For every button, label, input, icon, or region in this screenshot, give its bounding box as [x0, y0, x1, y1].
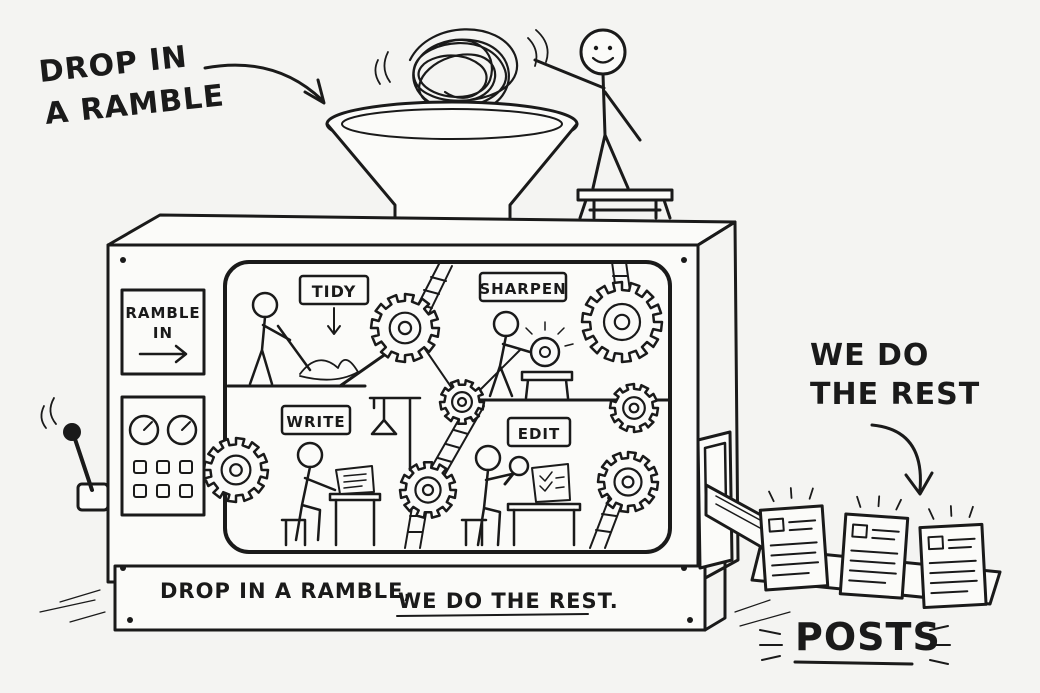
drop-in-callout: DROP IN A RAMBLE — [37, 40, 326, 132]
station-label-write: WRITE — [286, 413, 345, 431]
caption-part1: DROP IN A RAMBLE, — [160, 579, 412, 603]
callout-drop-in-line1: DROP IN — [37, 40, 189, 90]
gear-icon — [608, 382, 660, 434]
gears-group — [202, 280, 664, 519]
gear-icon — [580, 280, 664, 364]
lever-icon — [40, 397, 110, 512]
scribble-ramble-icon — [374, 28, 549, 113]
sweeper-figure-icon — [248, 291, 359, 386]
editor-figure-icon — [460, 444, 582, 547]
paper-post-icon — [838, 495, 910, 600]
base-caption: DROP IN A RAMBLE, WE DO THE REST. — [160, 579, 619, 617]
dial-icon — [166, 414, 198, 446]
arrow-icon — [203, 63, 324, 102]
station-label-tidy: TIDY — [312, 282, 357, 301]
control-panel: RAMBLE IN — [120, 288, 206, 517]
gear-icon — [596, 450, 660, 514]
funnel-icon — [325, 100, 579, 237]
operator-figure-icon — [533, 28, 674, 220]
arrow-right-icon — [138, 344, 188, 364]
station-tidy: TIDY — [248, 274, 370, 386]
grinder-figure-icon — [488, 310, 574, 400]
dial-icon — [128, 414, 160, 446]
writer-figure-icon — [280, 441, 382, 547]
caption-part2: WE DO THE REST. — [398, 589, 619, 613]
paper-post-icon — [918, 505, 988, 610]
posts-label-group: POSTS — [759, 615, 951, 666]
posts-group — [758, 487, 988, 610]
paper-post-icon — [758, 487, 830, 592]
arrow-head-icon — [303, 78, 326, 105]
gear-icon — [369, 292, 441, 364]
callout-we-do-line2: THE REST — [810, 377, 980, 412]
gear-icon — [202, 436, 270, 504]
posts-label: POSTS — [795, 615, 941, 659]
station-label-sharpen: SHARPEN — [479, 280, 566, 298]
arrow-head-icon — [904, 471, 934, 496]
arrow-icon — [870, 423, 922, 492]
gear-icon — [438, 379, 486, 425]
gear-icon — [398, 461, 458, 519]
arrow-down-icon — [327, 307, 341, 335]
station-write: WRITE — [280, 404, 382, 547]
magnifier-icon — [508, 455, 530, 477]
station-label-edit: EDIT — [518, 425, 561, 443]
callout-we-do-line1: WE DO — [810, 338, 929, 373]
station-edit: EDIT — [460, 416, 582, 547]
button-grid-icon — [133, 460, 193, 498]
panel-sign-line1: RAMBLE — [125, 304, 200, 322]
panel-sign-line2: IN — [153, 324, 173, 342]
station-sharpen: SHARPEN — [478, 271, 574, 400]
we-do-callout: WE DO THE REST — [810, 338, 980, 496]
